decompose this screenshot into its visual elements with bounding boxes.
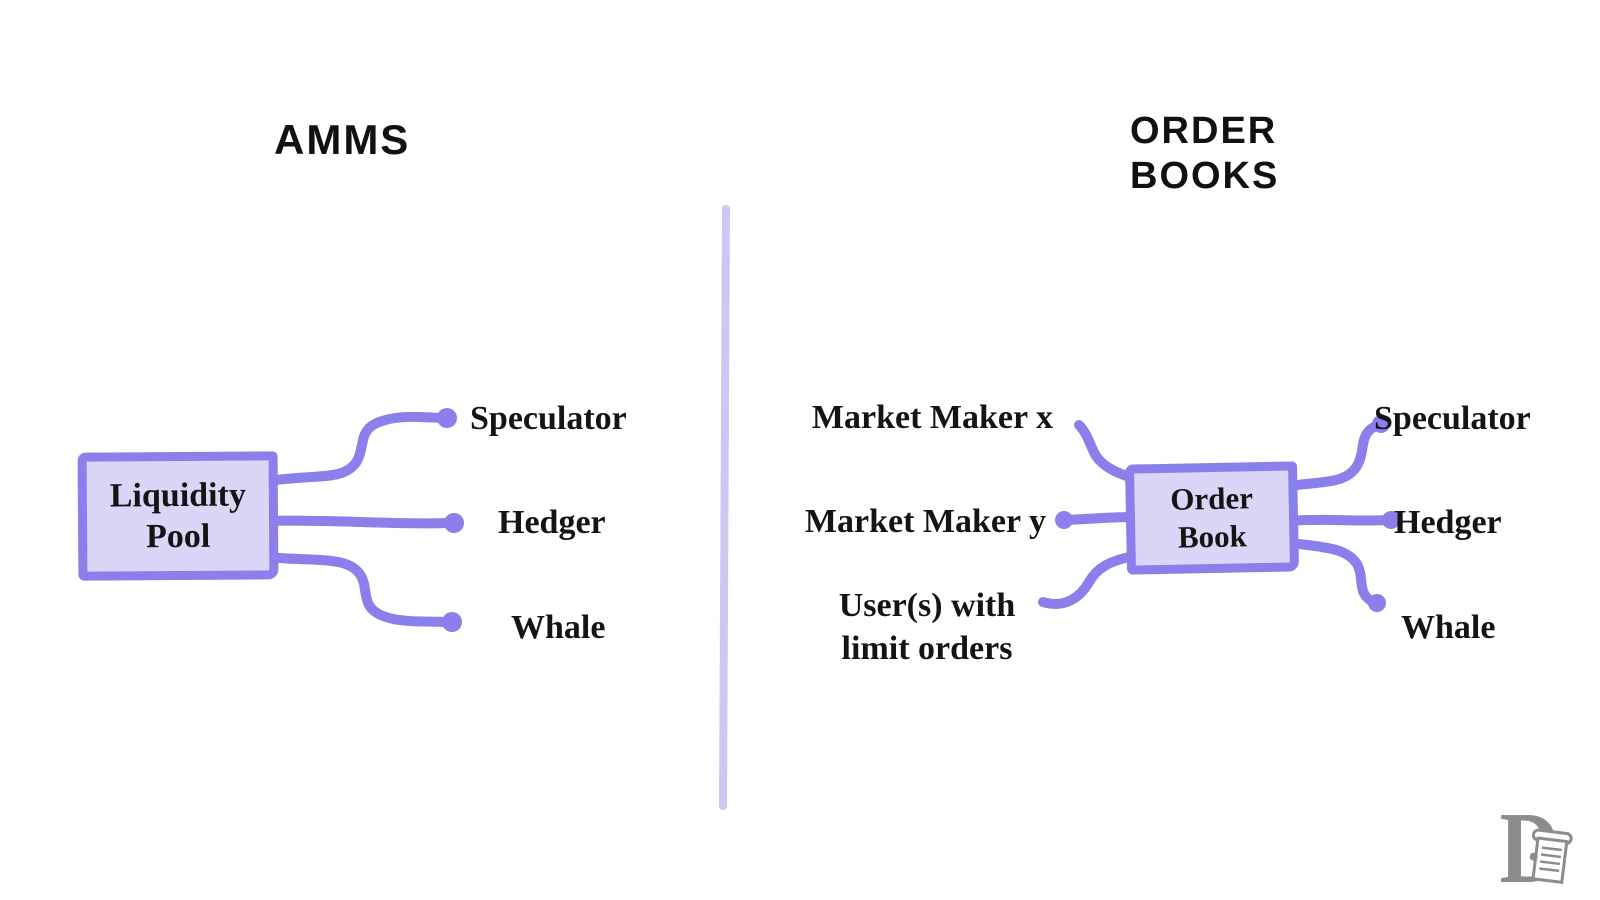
ob-label-market-maker-x: Market Maker x	[811, 399, 1053, 436]
endpoint-dot-ob-hedger	[1382, 511, 1400, 529]
connector-book-to-whale	[1285, 538, 1378, 607]
order-book-box: Order Book	[1124, 461, 1300, 575]
endpoint-dot-amm-speculator	[437, 408, 457, 428]
connector-book-to-hedger	[1285, 514, 1391, 526]
liquidity-pool-label: Liquidity Pool	[109, 476, 247, 556]
ob-label-market-maker-y: Market Maker y	[804, 503, 1046, 540]
endpoint-dot-marketmaker-y	[1055, 511, 1073, 529]
connector-pool-to-speculator	[263, 411, 446, 486]
amm-label-speculator: Speculator	[470, 400, 627, 437]
ob-label-whale: Whale	[1401, 609, 1496, 646]
logo-graphic: D	[1500, 792, 1573, 900]
order-books-title-line2: BOOKS	[1130, 155, 1280, 197]
logo-scroll-icon	[1529, 828, 1573, 884]
connector-marketmaker-y-to-book	[1060, 512, 1139, 525]
order-books-title-line1: ORDER	[1130, 110, 1278, 152]
amms-section-title: AMMS	[274, 116, 411, 163]
endpoint-dot-amm-hedger	[444, 513, 464, 533]
connector-pool-to-whale	[263, 552, 451, 627]
liquidity-pool-box: Liquidity Pool	[77, 451, 279, 581]
order-books-section-title: ORDER BOOKS	[1130, 109, 1279, 199]
amm-label-hedger: Hedger	[498, 504, 606, 541]
endpoint-dot-ob-speculator	[1372, 415, 1390, 433]
publication-logo: D	[1498, 792, 1582, 900]
center-divider-line	[719, 205, 730, 810]
connector-marketmaker-x-to-book	[1074, 420, 1141, 484]
order-book-label: Order Book	[1169, 480, 1254, 555]
connector-book-to-speculator	[1285, 420, 1383, 491]
amm-label-whale: Whale	[511, 609, 606, 646]
connector-limit-orders-to-book	[1038, 551, 1139, 609]
endpoint-dot-ob-whale	[1368, 594, 1386, 612]
connector-pool-to-hedger	[263, 515, 453, 529]
ob-label-users-limit-orders: User(s) with limit orders	[838, 587, 1016, 667]
ob-label-speculator: Speculator	[1374, 400, 1531, 437]
endpoint-dot-amm-whale	[442, 612, 462, 632]
ob-label-hedger: Hedger	[1394, 504, 1502, 541]
